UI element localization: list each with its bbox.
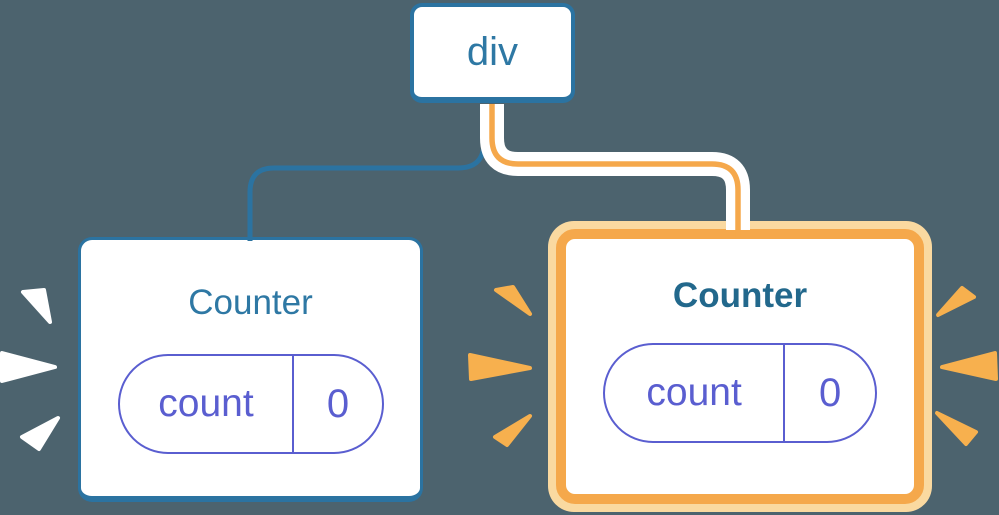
root-node-label: div — [466, 29, 519, 74]
sparkle-icon — [20, 416, 60, 451]
sparkle-icon — [21, 288, 52, 324]
sparkle-icon — [468, 353, 532, 381]
sparkle-icon — [494, 285, 532, 316]
state-pill: count 0 — [117, 354, 384, 454]
edge-casing-icon — [480, 104, 750, 230]
counter-title: Counter — [672, 276, 808, 315]
edge-to-left-counter-icon — [247, 104, 487, 241]
sparkle-icon — [0, 351, 57, 383]
state-pill: count 0 — [603, 343, 877, 443]
counter-card-right: Counter count 0 — [556, 229, 924, 504]
edge-to-right-counter-icon — [489, 104, 741, 237]
state-value: 0 — [818, 370, 842, 415]
counter-card-right-glow: Counter count 0 — [548, 221, 932, 512]
state-key: count — [605, 345, 786, 441]
counter-card-left: Counter count 0 — [78, 237, 423, 502]
counter-title: Counter — [188, 283, 313, 322]
state-value: 0 — [326, 381, 350, 426]
sparkle-icon — [493, 414, 532, 447]
state-key: count — [120, 356, 295, 452]
sparkle-icon — [940, 351, 998, 381]
sparkle-icon — [935, 411, 978, 446]
root-node-div: div — [410, 3, 575, 103]
sparkle-icon — [936, 286, 976, 317]
